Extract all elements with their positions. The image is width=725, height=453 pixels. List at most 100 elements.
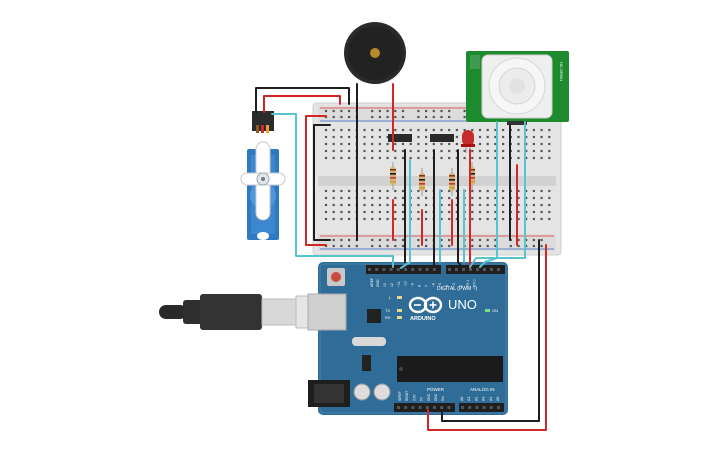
breadboard-hole (463, 128, 466, 132)
pin-label: 5V (420, 396, 424, 401)
aref-label: AREF (370, 278, 374, 287)
breadboard-hole (340, 149, 343, 153)
pin-label: ~9 (411, 283, 415, 287)
breadboard-hole (432, 128, 435, 132)
header-socket (468, 406, 472, 409)
pin-label: RESET (405, 390, 409, 401)
breadboard-hole (386, 128, 389, 132)
breadboard-hole (471, 196, 474, 200)
breadboard-hole (401, 196, 405, 200)
rail-hole (540, 238, 543, 242)
breadboard-hole (324, 210, 328, 214)
breadboard-hole (363, 210, 366, 214)
breadboard-hole (471, 128, 474, 132)
breadboard-hole (386, 142, 389, 146)
breadboard-hole (548, 196, 551, 200)
header-socket (483, 268, 486, 271)
pin-label: 8 (418, 285, 422, 287)
breadboard-hole (502, 135, 505, 139)
arduino-uno[interactable]: UNO ARDUINO DIGITAL (PWM ~) POWER ANALOG… (307, 262, 508, 415)
resistor[interactable] (419, 168, 425, 196)
breadboard-hole (348, 156, 351, 160)
breadboard-hole (540, 210, 543, 214)
breadboard-hole (502, 149, 505, 153)
breadboard-hole (324, 189, 328, 193)
rail-hole (432, 109, 435, 113)
breadboard-hole (332, 156, 335, 160)
breadboard-hole (348, 203, 351, 207)
reset-button[interactable] (331, 272, 341, 282)
pin-label: ~10 (404, 281, 408, 287)
resistor[interactable] (449, 168, 455, 196)
resistor[interactable] (390, 162, 396, 190)
breadboard-hole (401, 149, 405, 153)
breadboard-hole (340, 210, 343, 214)
breadboard-hole (363, 196, 366, 200)
wire-cyan-d11 (400, 159, 411, 269)
rail-hole (348, 115, 351, 119)
rail-hole (340, 238, 343, 242)
breadboard-hole (478, 196, 482, 200)
breadboard-hole (371, 217, 374, 221)
breadboard-hole (455, 135, 458, 139)
breadboard-hole (363, 156, 366, 160)
header-socket (476, 268, 479, 271)
breadboard-hole (324, 149, 328, 153)
breadboard-hole (517, 210, 520, 214)
rail-hole (440, 115, 443, 119)
breadboard-hole (324, 203, 328, 207)
breadboard-hole (409, 142, 412, 146)
header-socket (497, 268, 500, 271)
rx-led (397, 316, 402, 319)
rail-hole (348, 238, 351, 242)
header-socket (490, 268, 493, 271)
breadboard-hole (324, 217, 328, 221)
header-socket (368, 268, 371, 271)
rail-hole (386, 115, 389, 119)
breadboard-hole (432, 142, 435, 146)
breadboard-hole (386, 156, 389, 160)
header-socket (461, 406, 464, 409)
breadboard-hole (332, 189, 335, 193)
breadboard-hole (463, 156, 466, 160)
header-socket (455, 268, 458, 271)
breadboard-hole (401, 128, 405, 132)
breadboard-hole (440, 149, 443, 153)
breadboard-hole (440, 156, 443, 160)
on-label: ON (492, 308, 498, 313)
breadboard-hole (532, 149, 535, 153)
rail-hole (425, 244, 428, 248)
breadboard-hole (471, 189, 474, 193)
breadboard-hole (478, 135, 482, 139)
breadboard-hole (401, 156, 405, 160)
breadboard-hole (486, 196, 489, 200)
rail-hole (471, 238, 474, 242)
rail-hole (386, 244, 389, 248)
header-socket (382, 268, 386, 271)
breadboard-hole (417, 196, 420, 200)
breadboard-hole (502, 217, 505, 221)
breadboard-hole (409, 156, 412, 160)
breadboard-hole (478, 156, 482, 160)
breadboard-hole (486, 217, 489, 221)
rail-hole (332, 238, 335, 242)
piezo-buzzer[interactable] (344, 22, 406, 84)
breadboard[interactable] (312, 102, 562, 256)
breadboard-hole (448, 210, 451, 214)
pir-sensor[interactable]: HC-SR501 (466, 51, 569, 125)
servo-motor[interactable] (240, 111, 286, 240)
header-socket (447, 406, 451, 409)
rail-hole (355, 244, 358, 248)
jumper-2 (430, 134, 454, 142)
breadboard-hole (378, 135, 381, 139)
rail-hole (417, 115, 420, 119)
breadboard-hole (502, 189, 505, 193)
breadboard-hole (417, 156, 420, 160)
header-socket (497, 406, 500, 409)
rail-hole (394, 244, 397, 248)
breadboard-hole (386, 189, 389, 193)
breadboard-hole (502, 196, 505, 200)
breadboard-hole (348, 196, 351, 200)
pin-label: ~11 (397, 281, 401, 287)
breadboard-hole (532, 135, 535, 139)
